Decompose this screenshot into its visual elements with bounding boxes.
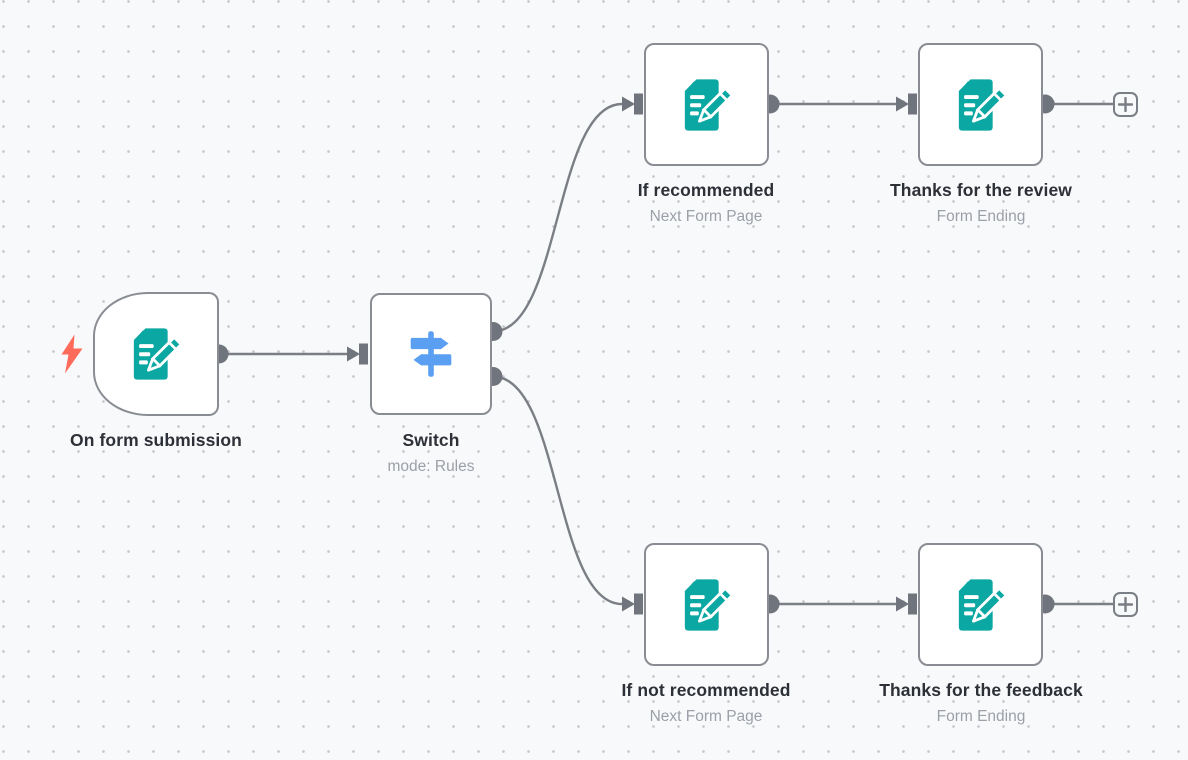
node-subtitle: Next Form Page [649,708,763,725]
add-node-button[interactable] [1113,592,1138,617]
wire-switch-to-if-not-recommended[interactable] [492,375,623,606]
node-title: If recommended [637,180,775,200]
node-title: Thanks for the review [889,180,1072,200]
node-subtitle: Next Form Page [649,208,763,225]
input-port-review[interactable] [908,93,917,115]
form-pencil-icon [684,78,734,131]
plus-icon [1118,97,1133,112]
node-if-recommended[interactable] [644,43,769,166]
node-title: Thanks for the feedback [879,680,1083,700]
form-pencil-icon [684,578,734,631]
arrowhead-icon [622,596,635,612]
arrowhead-icon [347,346,360,362]
node-thanks-for-the-feedback[interactable] [918,543,1043,666]
node-title: Switch [402,430,460,450]
lightning-bolt-icon [61,334,83,374]
node-label: On form submission [0,430,326,451]
node-subtitle: Form Ending [936,708,1026,725]
form-pencil-icon [133,328,184,380]
node-label: If recommended Next Form Page [536,180,876,226]
node-label: Thanks for the feedback Form Ending [811,680,1151,726]
form-pencil-icon [958,78,1008,131]
input-port-if-recommended[interactable] [634,93,643,115]
node-switch[interactable] [370,293,492,415]
signpost-icon [410,331,452,377]
node-subtitle: mode: Rules [387,458,475,475]
node-on-form-submission[interactable] [93,292,219,416]
arrowhead-icon [896,596,909,612]
node-label: If not recommended Next Form Page [536,680,876,726]
input-port-switch[interactable] [359,343,368,365]
node-title: On form submission [70,430,242,450]
input-port-if-not-recommended[interactable] [634,593,643,615]
arrowhead-icon [896,96,909,112]
node-thanks-for-the-review[interactable] [918,43,1043,166]
node-title: If not recommended [621,680,791,700]
form-pencil-icon [958,578,1008,631]
add-node-button[interactable] [1113,92,1138,117]
node-label: Switch mode: Rules [261,430,601,476]
node-label: Thanks for the review Form Ending [811,180,1151,226]
input-port-feedback[interactable] [908,593,917,615]
node-if-not-recommended[interactable] [644,543,769,666]
arrowhead-icon [622,96,635,112]
node-subtitle: Form Ending [936,208,1026,225]
plus-icon [1118,597,1133,612]
